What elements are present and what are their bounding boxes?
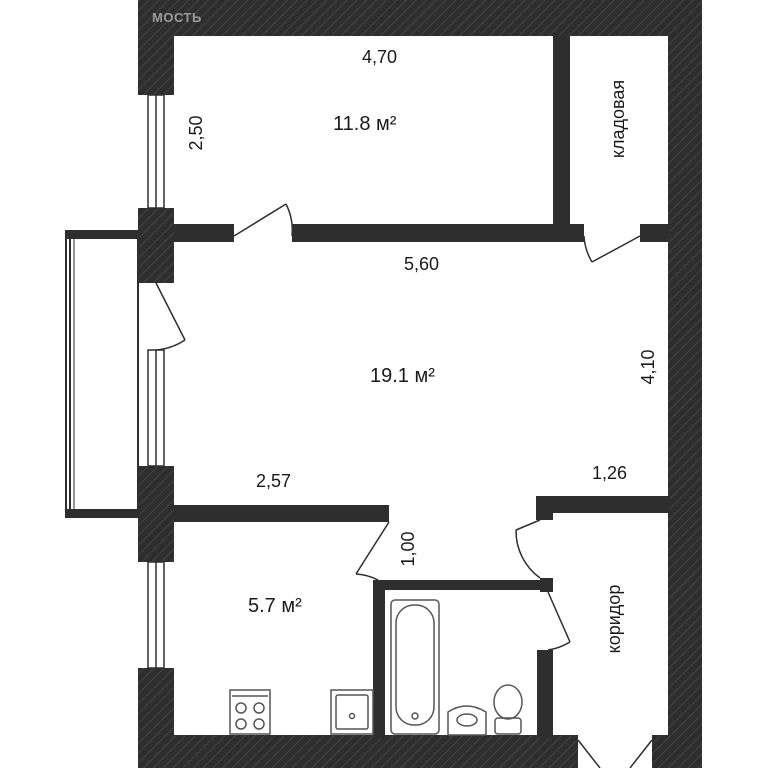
stove-icon bbox=[229, 689, 271, 735]
bathtub-icon bbox=[390, 599, 440, 735]
wall-living-kitchen bbox=[174, 505, 389, 522]
corridor-wall-dimension: 1,26 bbox=[592, 463, 628, 483]
wall-bottom bbox=[138, 735, 578, 768]
door-entrance bbox=[577, 739, 653, 768]
kitchen-wall-dimension: 2,57 bbox=[256, 471, 292, 491]
bedroom-depth-dimension: 2,50 bbox=[186, 115, 206, 151]
storage-label: кладовая bbox=[608, 79, 628, 159]
wall-bedroom-storage bbox=[553, 36, 570, 226]
window-living bbox=[147, 349, 165, 467]
wall-right bbox=[668, 0, 702, 768]
doors bbox=[155, 203, 653, 768]
watermark-text: МОСТЬ bbox=[152, 10, 202, 25]
walls bbox=[138, 0, 702, 768]
wall-corridor-left-b bbox=[540, 578, 553, 592]
living-depth-dimension: 4,10 bbox=[638, 349, 658, 385]
windows bbox=[147, 94, 165, 669]
wall-storage-living bbox=[640, 224, 670, 242]
corridor-label: коридор bbox=[604, 584, 624, 654]
door-kitchen bbox=[355, 521, 390, 581]
living-width-dimension: 5,60 bbox=[404, 254, 440, 274]
toilet-icon bbox=[493, 684, 523, 735]
bedroom-width-dimension: 4,70 bbox=[362, 47, 398, 67]
balcony bbox=[65, 230, 139, 518]
wall-bottom-right bbox=[652, 735, 702, 768]
wall-top bbox=[138, 0, 702, 36]
door-corridor bbox=[515, 519, 541, 579]
door-bath bbox=[547, 591, 571, 651]
living-area-label: 19.1 м² bbox=[370, 365, 435, 387]
wall-left-pier1 bbox=[138, 208, 174, 283]
wall-kitchen-bath bbox=[373, 580, 385, 738]
door-storage bbox=[583, 235, 641, 263]
door-bedroom bbox=[233, 203, 294, 237]
wall-corridor-left-a bbox=[536, 496, 553, 520]
interior-walls bbox=[174, 36, 670, 738]
wall-left-pier2 bbox=[138, 466, 174, 562]
bedroom-area-label: 11.8 м² bbox=[333, 113, 397, 135]
balcony-top-wall bbox=[65, 230, 139, 239]
window-kitchen bbox=[147, 561, 165, 669]
passage-width-dimension: 1,00 bbox=[398, 531, 418, 567]
wall-bedroom-living-a bbox=[174, 224, 234, 242]
wall-left-upper bbox=[138, 0, 174, 95]
balcony-bottom-wall bbox=[65, 509, 139, 518]
sink-icon bbox=[330, 689, 374, 735]
wall-bedroom-living-b bbox=[292, 224, 584, 242]
washbasin-icon bbox=[447, 705, 487, 736]
kitchen-area-label: 5.7 м² bbox=[248, 595, 302, 617]
door-balcony bbox=[155, 282, 186, 351]
wall-living-corridor bbox=[536, 496, 670, 513]
wall-corridor-left-c bbox=[537, 650, 553, 738]
window-bedroom bbox=[147, 94, 165, 209]
balcony-frame bbox=[65, 230, 139, 517]
wall-bath-top bbox=[373, 580, 543, 590]
